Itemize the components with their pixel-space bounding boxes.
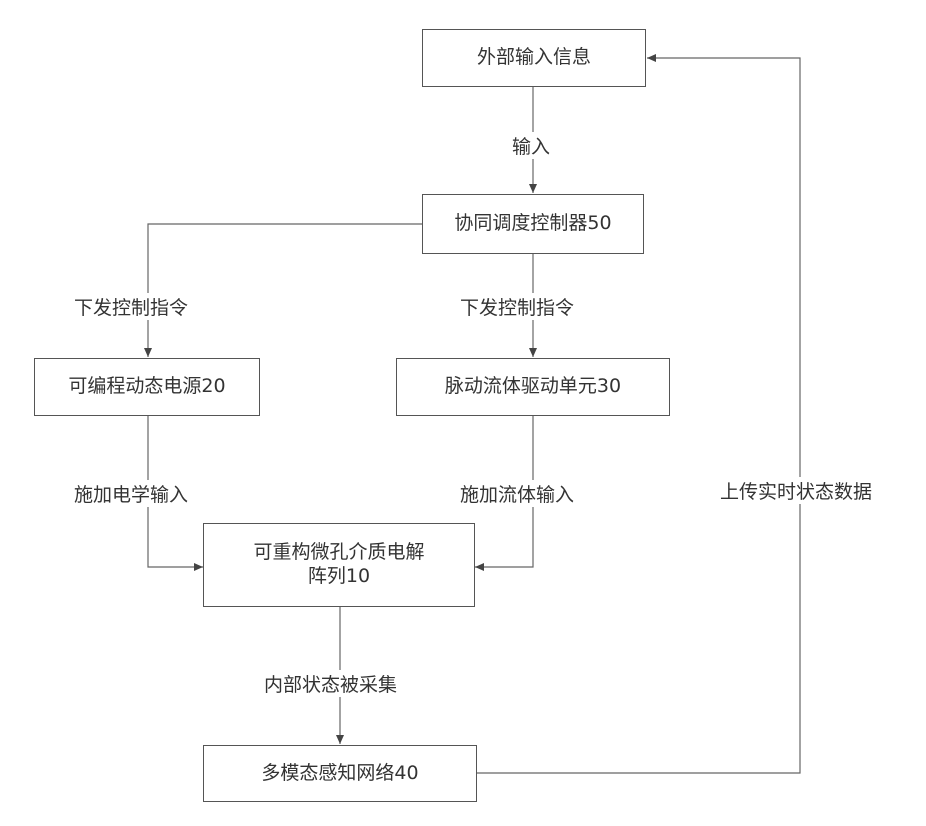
node-array-label-line2: 阵列10 — [253, 565, 424, 589]
node-controller-label: 协同调度控制器50 — [454, 212, 611, 236]
node-sensor-network-label: 多模态感知网络40 — [261, 762, 418, 786]
node-power-supply: 可编程动态电源20 — [34, 358, 260, 416]
edge-label-collected: 内部状态被采集 — [262, 670, 399, 697]
edge-cmd-left — [148, 224, 422, 357]
node-array-label-line1: 可重构微孔介质电解 — [253, 541, 424, 565]
node-power-supply-label: 可编程动态电源20 — [68, 375, 225, 399]
edge-label-electric-input: 施加电学输入 — [72, 480, 190, 507]
node-sensor-network: 多模态感知网络40 — [203, 745, 477, 802]
edge-label-cmd-left: 下发控制指令 — [72, 293, 190, 320]
edge-label-fluid-input: 施加流体输入 — [458, 480, 576, 507]
node-fluid-unit-label: 脉动流体驱动单元30 — [445, 375, 621, 399]
node-external-input: 外部输入信息 — [422, 29, 646, 87]
edge-label-upload: 上传实时状态数据 — [718, 477, 874, 504]
node-external-input-label: 外部输入信息 — [477, 46, 591, 70]
edge-label-cmd-right: 下发控制指令 — [458, 293, 576, 320]
node-controller: 协同调度控制器50 — [422, 194, 644, 254]
edge-label-input: 输入 — [510, 132, 552, 159]
node-fluid-unit: 脉动流体驱动单元30 — [396, 358, 670, 416]
node-array: 可重构微孔介质电解 阵列10 — [203, 523, 475, 607]
